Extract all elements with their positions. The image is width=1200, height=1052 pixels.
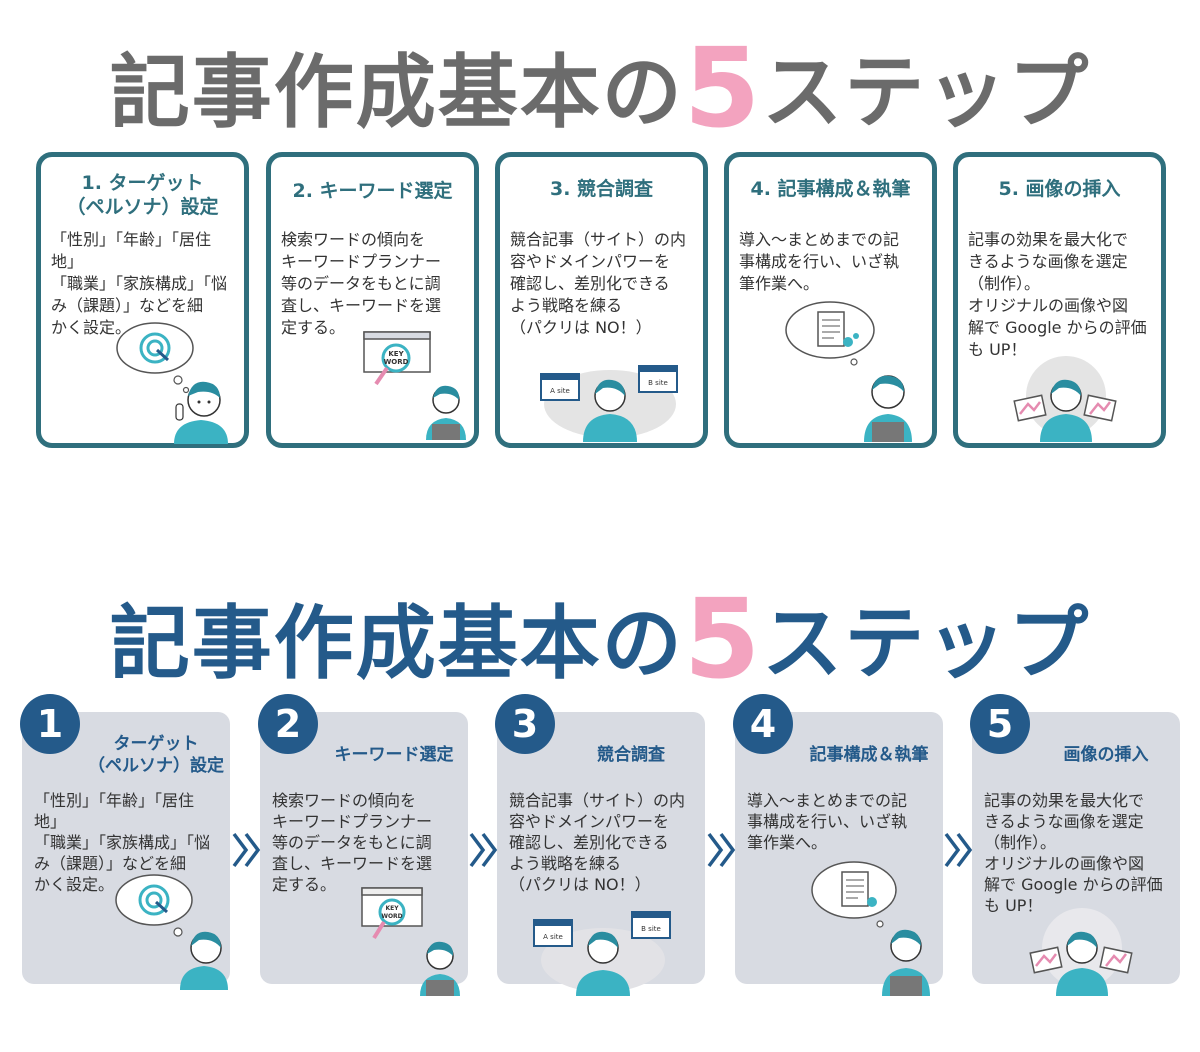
step-description: 検索ワードの傾向を キーワードプランナー 等のデータをもとに調 査し、キーワード… [281, 230, 442, 337]
keyword-search-icon: KEY WORD [361, 887, 460, 996]
chevron-right-icon [232, 832, 261, 868]
title-suffix: ステップ [762, 597, 1091, 690]
image-insert-icon [1013, 356, 1117, 442]
step-heading: キーワード選定 [334, 745, 454, 765]
step-heading: 記事構成＆執筆 [809, 745, 929, 765]
chevron-right-icon [707, 832, 736, 868]
bottom-card-step-5: 画像の挿入 記事の効果を最大化で きるような画像を選定 （制作）。 オリジナルの… [972, 712, 1180, 984]
step-heading: 競合調査 [597, 745, 665, 765]
site-compare-icon: A site B site [540, 365, 678, 442]
title-top: 記事作成基本の5ステップ [0, 24, 1200, 152]
step-heading: 2. キーワード選定 [292, 180, 453, 202]
site-a-label: A site [550, 387, 570, 395]
document-thought-icon [811, 861, 930, 996]
site-compare-icon: A site B site [533, 911, 671, 996]
step-description: 記事の効果を最大化で きるような画像を選定 （制作）。 オリジナルの画像や図 解… [968, 230, 1147, 359]
keyword-line-2: WORD [381, 913, 402, 920]
step-heading: 3. 競合調査 [549, 178, 654, 200]
top-card-step-5: 5. 画像の挿入 記事の効果を最大化で きるような画像を選定 （制作）。 オリジ… [953, 152, 1166, 448]
keyword-line-1: KEY [388, 350, 404, 358]
step-description: 「性別」「年齢」「居住地」 「職業」「家族構成」「悩 み（課題）」などを細 かく… [51, 230, 228, 337]
step-description: 競合記事（サイト）の内 容やドメインパワーを 確認し、差別化できる よう戦略を練… [509, 791, 686, 894]
document-thought-icon [785, 301, 875, 366]
step-description: 記事の効果を最大化で きるような画像を選定 （制作）。 オリジナルの画像や図 解… [984, 791, 1163, 915]
bottom-card-step-2: キーワード選定 検索ワードの傾向を キーワードプランナー 等のデータをもとに調 … [260, 712, 468, 984]
step-number-badge-5: 5 [970, 694, 1030, 754]
chevron-right-icon [469, 832, 498, 868]
keyword-line-2: WORD [384, 358, 409, 366]
step-heading: 5. 画像の挿入 [998, 178, 1121, 200]
step-description: 検索ワードの傾向を キーワードプランナー 等のデータをもとに調 査し、キーワード… [272, 791, 433, 894]
step-number-badge-3: 3 [495, 694, 555, 754]
site-a-label: A site [543, 933, 563, 941]
step-number-badge-2: 2 [258, 694, 318, 754]
title-bottom: 記事作成基本の5ステップ [0, 575, 1200, 703]
title-main: 記事作成基本の [109, 597, 684, 690]
title-number: 5 [683, 24, 763, 152]
step-heading: ターゲット （ペルソナ）設定 [88, 734, 224, 776]
target-bubble-icon [115, 874, 228, 990]
site-b-label: B site [648, 379, 668, 387]
person-laptop-icon [426, 385, 466, 440]
chevron-right-icon [944, 832, 973, 868]
person-writing-icon [864, 375, 912, 442]
step-heading: 画像の挿入 [1063, 745, 1149, 765]
step-heading: 1. ターゲット （ペルソナ）設定 [66, 172, 219, 218]
step-number-badge-4: 4 [733, 694, 793, 754]
step-description: 導入〜まとめまでの記 事構成を行い、いざ執 筆作業へ。 [739, 230, 900, 293]
keyword-search-icon: KEY WORD [363, 331, 431, 386]
image-insert-icon [1029, 908, 1133, 996]
step-heading: 4. 記事構成＆執筆 [750, 178, 911, 200]
top-card-step-1: 1. ターゲット （ペルソナ）設定 「性別」「年齢」「居住地」 「職業」「家族構… [36, 152, 249, 448]
title-number: 5 [683, 575, 763, 703]
step-description: 導入〜まとめまでの記 事構成を行い、いざ執 筆作業へ。 [747, 791, 908, 852]
title-main: 記事作成基本の [109, 46, 684, 139]
step-description: 競合記事（サイト）の内 容やドメインパワーを 確認し、差別化できる よう戦略を練… [510, 230, 687, 337]
keyword-line-1: KEY [385, 905, 399, 912]
step-description: 「性別」「年齢」「居住地」 「職業」「家族構成」「悩 み（課題）」などを細 かく… [34, 791, 211, 894]
target-bubble-icon [116, 322, 194, 394]
site-b-label: B site [641, 925, 661, 933]
person-pointing-icon [174, 381, 228, 444]
step-number-badge-1: 1 [20, 694, 80, 754]
title-suffix: ステップ [762, 46, 1091, 139]
